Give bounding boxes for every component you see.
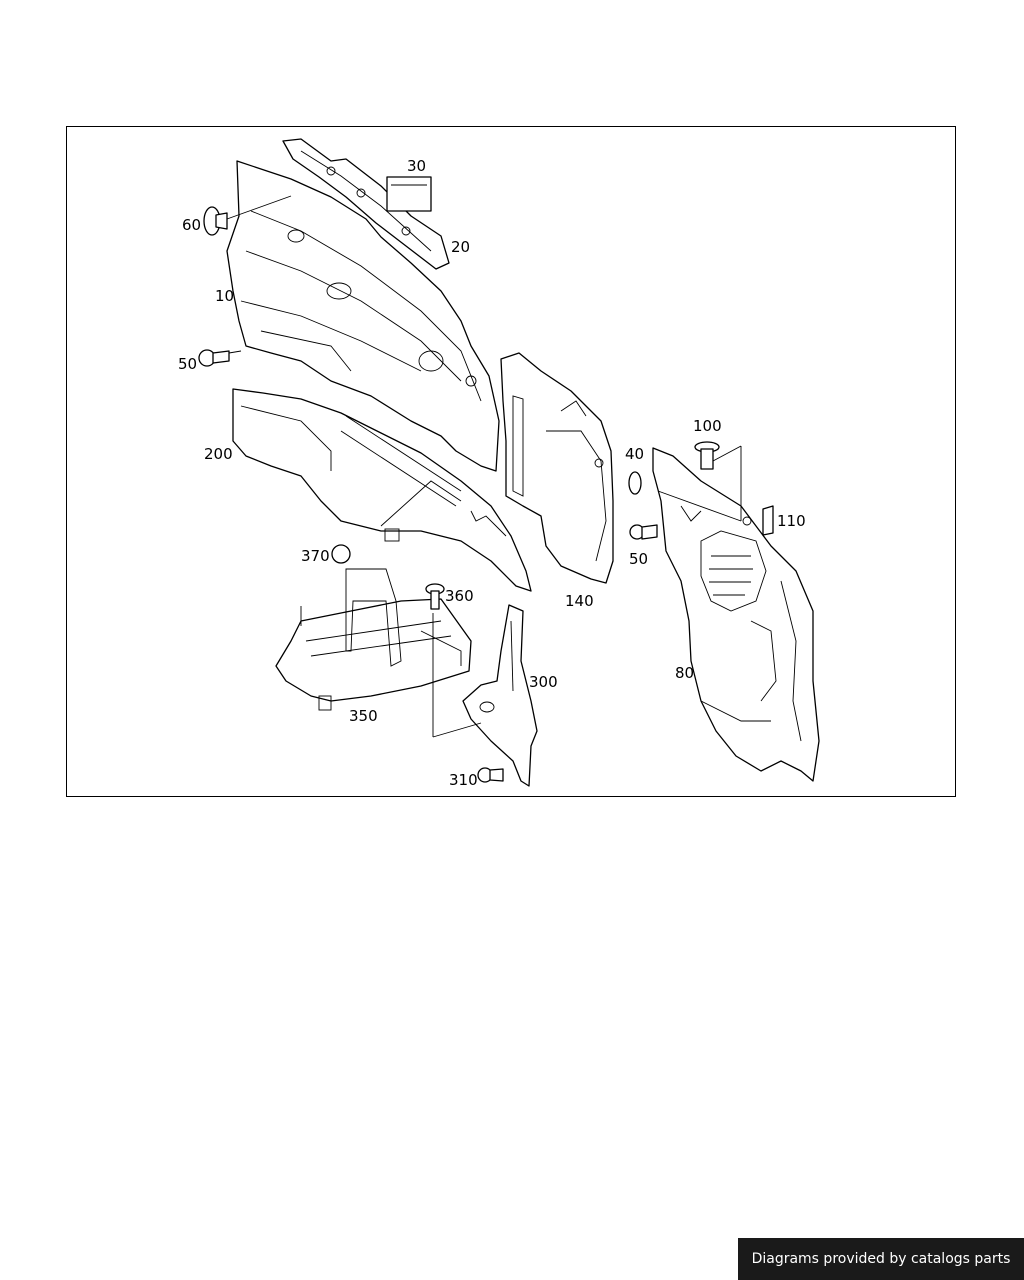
diagram-frame: 30 20 60 10 50 200 140 40 100 110 50 80 …: [66, 126, 956, 797]
label-370: 370: [301, 547, 330, 565]
part-10-main-panel: [226, 160, 500, 472]
part-50b-bolt: [629, 524, 658, 540]
part-60-nut: [203, 206, 228, 236]
part-20-strip: [282, 138, 450, 270]
label-50-left: 50: [178, 355, 197, 373]
part-100-bolt: [694, 441, 720, 470]
part-30-label-sticker: [386, 176, 432, 212]
label-20: 20: [451, 238, 470, 256]
label-50-right: 50: [629, 550, 648, 568]
label-350: 350: [349, 707, 378, 725]
label-310: 310: [449, 771, 478, 789]
part-370-nut: [331, 544, 351, 564]
label-110: 110: [777, 512, 806, 530]
label-60: 60: [182, 216, 201, 234]
label-200: 200: [204, 445, 233, 463]
label-40: 40: [625, 445, 644, 463]
part-300-bracket: [462, 604, 538, 787]
part-110-clip: [762, 505, 774, 536]
label-300: 300: [529, 673, 558, 691]
label-80: 80: [675, 664, 694, 682]
label-30: 30: [407, 157, 426, 175]
part-50a-bolt: [198, 349, 230, 367]
label-100: 100: [693, 417, 722, 435]
part-360-screw: [425, 583, 445, 610]
part-80-right-assembly: [652, 447, 820, 782]
part-40-washer: [628, 471, 642, 495]
credit-badge: Diagrams provided by catalogs parts: [738, 1238, 1024, 1280]
parts-exploded-diagram: 30 20 60 10 50 200 140 40 100 110 50 80 …: [178, 138, 820, 789]
label-140: 140: [565, 592, 594, 610]
part-350-tray: [275, 568, 472, 711]
leader-lines: [226, 195, 742, 738]
part-310-bolt: [477, 767, 504, 783]
part-140-side-panel: [500, 352, 614, 584]
label-10: 10: [215, 287, 234, 305]
part-200-lower-panel: [232, 388, 532, 592]
label-360: 360: [445, 587, 474, 605]
